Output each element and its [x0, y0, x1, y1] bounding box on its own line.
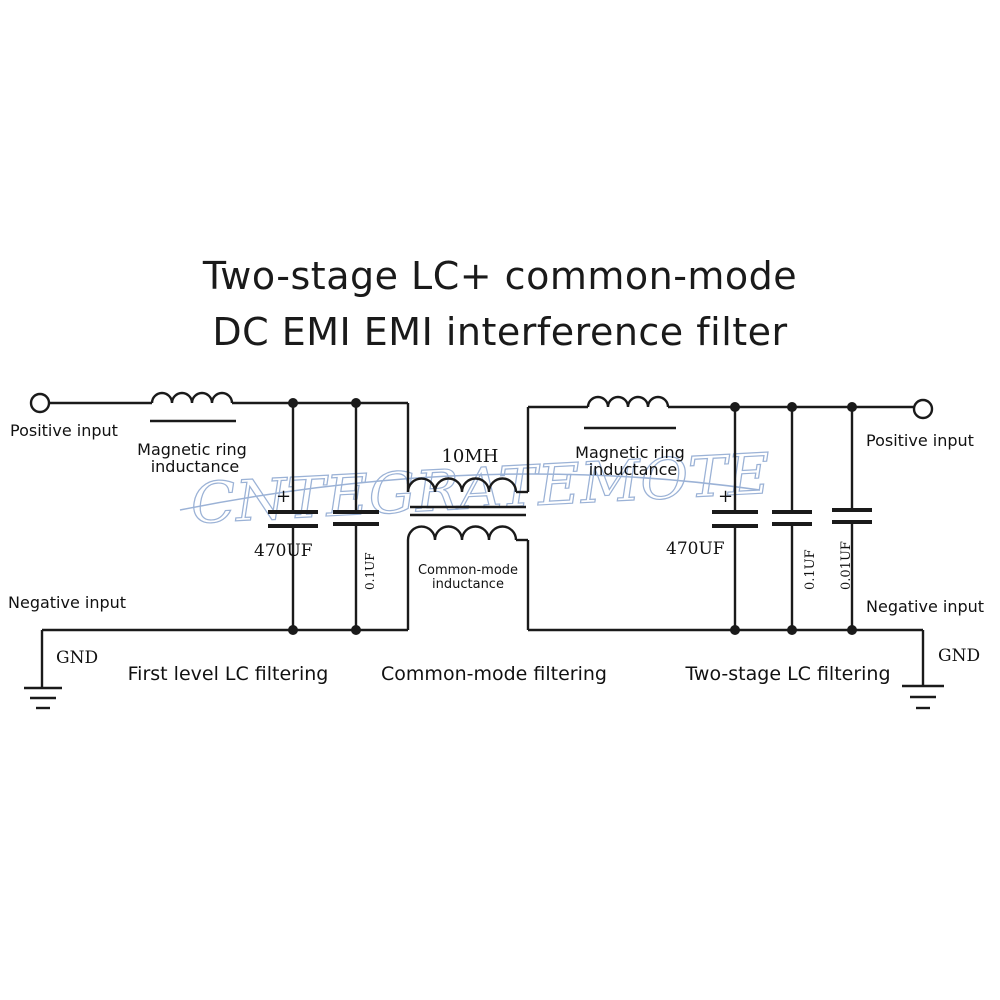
junction-dot	[351, 398, 361, 408]
positive-input-terminal-right	[912, 398, 934, 420]
common-mode-label-2: inductance	[432, 577, 504, 592]
cap1-polarity: +	[276, 486, 291, 507]
ring-inductor-label-left-1: Magnetic ring	[137, 440, 247, 459]
common-mode-value: 10MH	[441, 446, 498, 467]
common-mode-label-1: Common-mode	[418, 563, 518, 578]
junction-dot	[288, 398, 298, 408]
cap5-value: 0.01UF	[839, 541, 854, 590]
ring-inductor-label-right-2: inductance	[589, 460, 678, 479]
common-mode-winding-top	[406, 477, 518, 493]
negative-input-label-right: Negative input	[866, 597, 984, 616]
cap4-value: 0.1UF	[803, 549, 818, 590]
magnetic-ring-inductor-right	[586, 395, 670, 408]
section-label-common-mode: Common-mode filtering	[381, 663, 607, 685]
junction-dot	[847, 402, 857, 412]
cap1-value: 470UF	[254, 541, 313, 561]
magnetic-ring-inductor-left	[150, 391, 234, 404]
negative-input-label-left: Negative input	[8, 593, 126, 612]
ground-symbol-right	[902, 630, 944, 710]
positive-input-terminal-left	[29, 392, 51, 414]
positive-input-label-left: Positive input	[10, 421, 118, 440]
ring-inductor-label-right-1: Magnetic ring	[575, 443, 685, 462]
common-mode-winding-bottom	[406, 525, 518, 541]
ring-inductor-label-left-2: inductance	[151, 457, 240, 476]
positive-input-label-right: Positive input	[866, 431, 974, 450]
section-label-two-stage: Two-stage LC filtering	[684, 663, 890, 685]
junction-dot	[787, 402, 797, 412]
gnd-label-left: GND	[56, 648, 98, 668]
cap3-polarity: +	[718, 486, 733, 507]
ground-symbol-left	[24, 630, 62, 710]
title-line-2: DC EMI EMI interference filter	[212, 310, 788, 354]
diagram-title: Two-stage LC+ common-mode DC EMI EMI int…	[0, 248, 1000, 360]
cap3-value: 470UF	[666, 539, 725, 559]
section-label-first-level: First level LC filtering	[128, 663, 329, 685]
gnd-label-right: GND	[938, 646, 980, 666]
title-line-1: Two-stage LC+ common-mode	[202, 254, 798, 298]
junction-dot	[730, 402, 740, 412]
cap2-value: 0.1UF	[363, 552, 377, 590]
